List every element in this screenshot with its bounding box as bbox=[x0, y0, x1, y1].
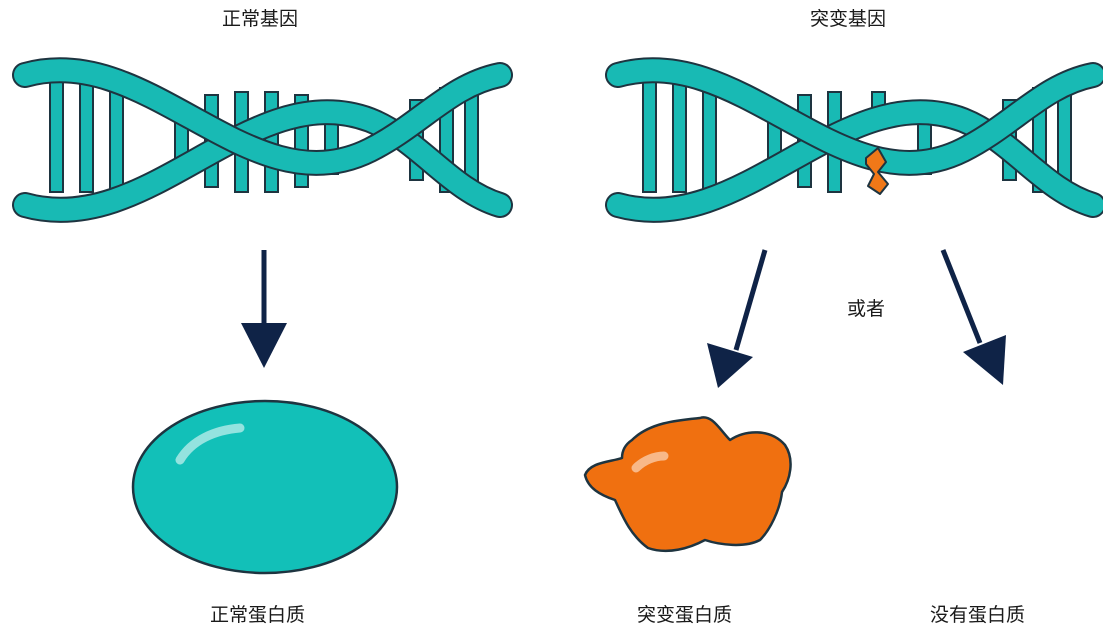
label-mutant-gene: 突变基因 bbox=[810, 8, 887, 30]
dna-double-helix-icon bbox=[25, 70, 500, 210]
arrow-to-no-protein bbox=[940, 249, 1006, 385]
label-or: 或者 bbox=[847, 298, 886, 320]
oval-protein-icon bbox=[131, 399, 399, 575]
label-normal-protein: 正常蛋白质 bbox=[210, 604, 306, 626]
label-mutant-protein: 突变蛋白质 bbox=[637, 604, 733, 626]
dna-double-helix-mutated-icon bbox=[618, 70, 1093, 210]
label-no-protein: 没有蛋白质 bbox=[930, 604, 1026, 626]
label-normal-gene: 正常基因 bbox=[222, 8, 299, 30]
misfolded-blob-protein-icon bbox=[583, 416, 792, 553]
arrow-to-mutant-protein bbox=[707, 249, 768, 388]
mutation-fragment-icon bbox=[865, 147, 889, 195]
arrow-normal-down bbox=[241, 250, 287, 368]
